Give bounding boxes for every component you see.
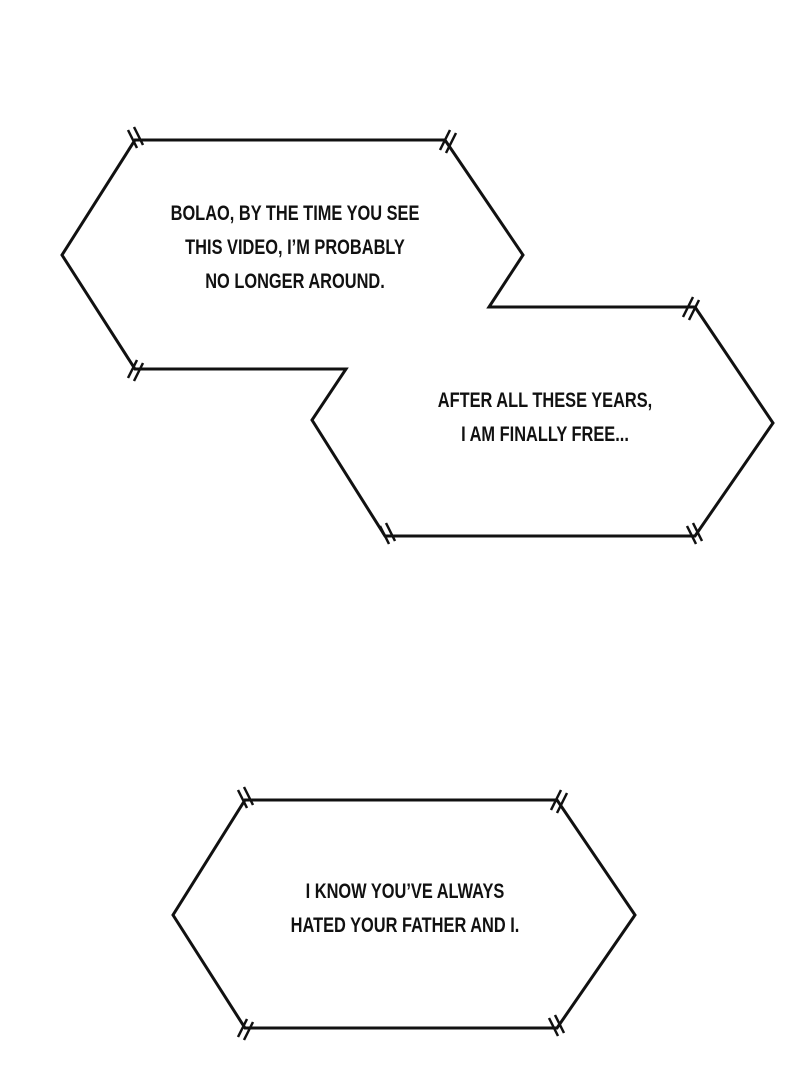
bubble-text-1: BOLAO, BY THE TIME YOU SEE THIS VIDEO, I…: [170, 202, 420, 293]
bubble-outline-top: [60, 138, 775, 538]
corner-tick-marks: [126, 126, 704, 1041]
bubble-text-2: AFTER ALL THESE YEARS, I AM FINALLY FREE…: [437, 389, 653, 446]
bubble-text-3: I KNOW YOU’VE ALWAYS HATED YOUR FATHER A…: [290, 880, 520, 937]
